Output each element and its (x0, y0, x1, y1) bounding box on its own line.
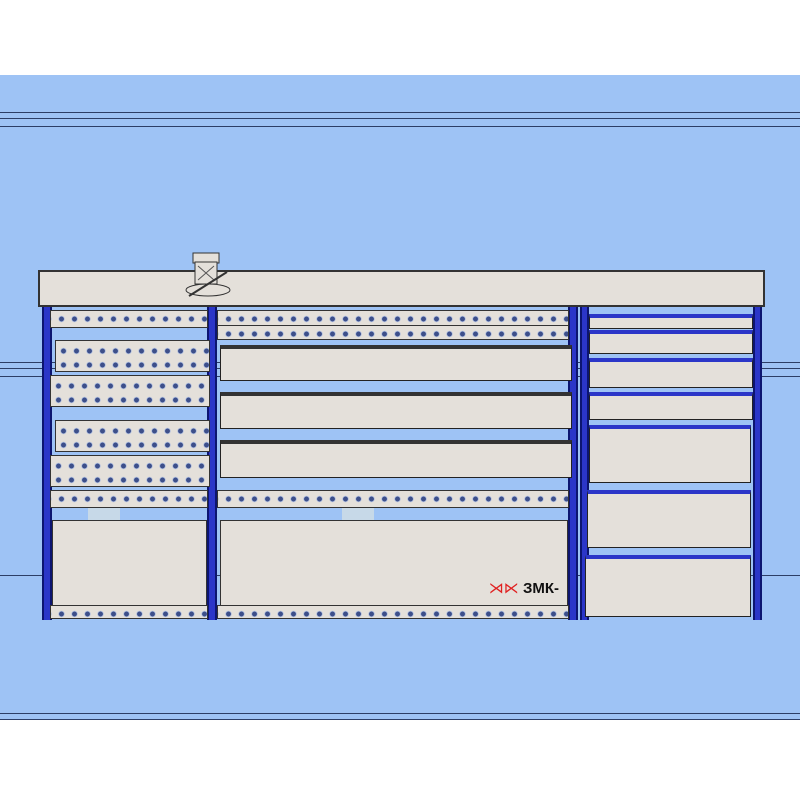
divider (0, 719, 800, 720)
wheel-arch (88, 508, 120, 520)
bottom-bin: ⋊⋉ ЗМК- (220, 520, 568, 606)
divider (0, 713, 800, 714)
divider (0, 112, 800, 113)
cabinet-drawer[interactable] (589, 392, 753, 420)
cabinet-drawer[interactable] (589, 314, 753, 329)
worktop (38, 270, 765, 307)
perforated-strip (50, 490, 208, 508)
divider (0, 118, 800, 119)
frame-post (753, 307, 762, 620)
brand-logo: ⋊⋉ ЗМК- (488, 580, 559, 597)
perforated-strip (217, 605, 569, 619)
drawer[interactable] (220, 345, 572, 381)
perforated-strip (50, 605, 208, 619)
perforated-bin (50, 455, 210, 487)
perforated-strip (50, 310, 208, 328)
perforated-bin (55, 420, 210, 452)
divider (0, 126, 800, 127)
cabinet-drawer[interactable] (589, 425, 751, 483)
perforated-strip (217, 310, 569, 326)
drawer[interactable] (220, 392, 572, 429)
perforated-strip (217, 325, 569, 340)
bottom-bin (52, 520, 207, 606)
wheel-arch (342, 508, 374, 520)
cabinet-drawer[interactable] (589, 330, 753, 354)
cabinet-drawer[interactable] (589, 358, 753, 388)
drawer[interactable] (220, 440, 572, 478)
cabinet-drawer[interactable] (587, 490, 751, 548)
perforated-bin (55, 340, 210, 372)
perforated-strip (217, 490, 569, 508)
cabinet-drawer[interactable] (585, 555, 751, 617)
frame-post (580, 307, 589, 620)
perforated-bin (50, 375, 210, 407)
vise-icon (183, 252, 233, 300)
